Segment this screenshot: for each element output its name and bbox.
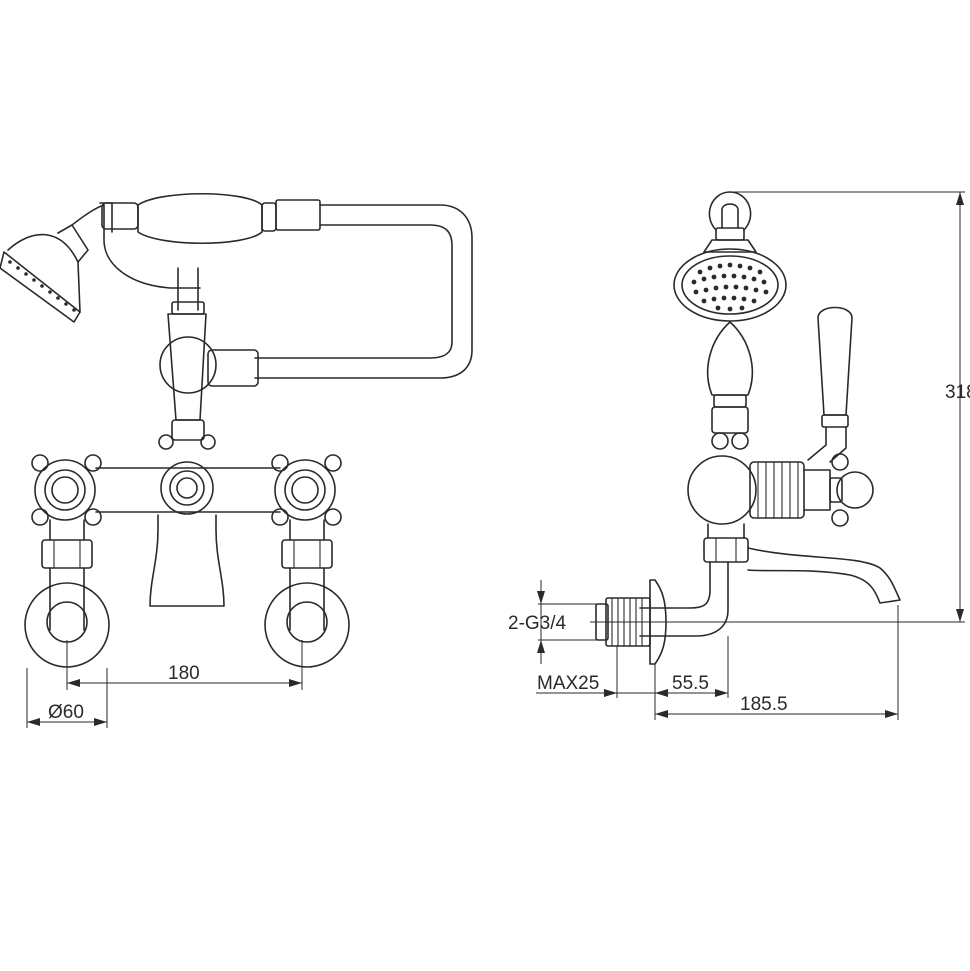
dim-thread-label: 2-G3/4	[508, 613, 567, 634]
dim-max-label: MAX25	[537, 673, 599, 694]
right-cross-handle	[271, 454, 342, 526]
side-shower-rose	[673, 248, 787, 322]
dim-thread: 2-G3/4	[508, 580, 600, 664]
dim-max-and-wall: MAX25 55.5	[536, 636, 729, 720]
front-view: 180 Ø60	[0, 192, 473, 728]
shower-head-face-dots	[8, 260, 76, 312]
left-cross-handle	[31, 454, 102, 526]
front-handset	[101, 192, 321, 245]
dim-wall-label: 55.5	[672, 673, 709, 694]
dim-180: 180	[66, 640, 303, 690]
dim-diameter: Ø60	[26, 668, 108, 728]
dim-spacing-label: 180	[168, 663, 200, 684]
rose-dots	[691, 262, 769, 312]
front-shower-head	[0, 224, 89, 323]
dim-height-label: 318	[945, 382, 970, 403]
dim-318: 318	[730, 191, 970, 622]
dim-185-5: 185.5	[655, 605, 899, 720]
side-view: 318 2-G3/4 MAX25 55.5	[508, 191, 970, 720]
dim-projection-label: 185.5	[740, 694, 788, 715]
dim-diameter-label: Ø60	[48, 702, 84, 723]
side-lever-handle	[807, 306, 853, 463]
